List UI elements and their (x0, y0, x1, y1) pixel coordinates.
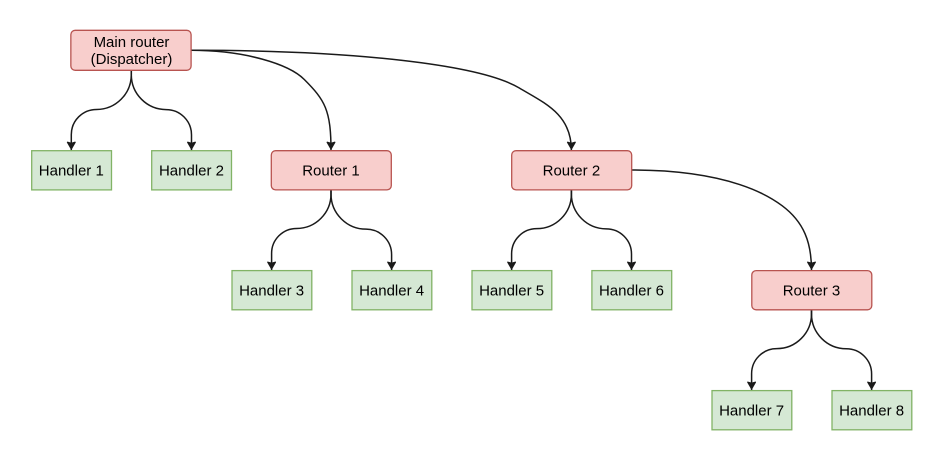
svg-text:Handler 4: Handler 4 (359, 283, 424, 300)
svg-text:Handler 1: Handler 1 (39, 162, 104, 179)
svg-text:Handler 8: Handler 8 (839, 403, 904, 420)
svg-text:(Dispatcher): (Dispatcher) (91, 51, 173, 68)
svg-text:Router 3: Router 3 (783, 283, 841, 300)
svg-text:Handler 3: Handler 3 (239, 283, 304, 300)
svg-text:Handler 2: Handler 2 (159, 162, 224, 179)
svg-text:Main router: Main router (94, 34, 170, 51)
svg-text:Handler 6: Handler 6 (599, 283, 664, 300)
svg-text:Router 1: Router 1 (302, 162, 360, 179)
svg-text:Handler 7: Handler 7 (719, 403, 784, 420)
svg-text:Handler 5: Handler 5 (479, 283, 544, 300)
svg-text:Router 2: Router 2 (543, 162, 601, 179)
